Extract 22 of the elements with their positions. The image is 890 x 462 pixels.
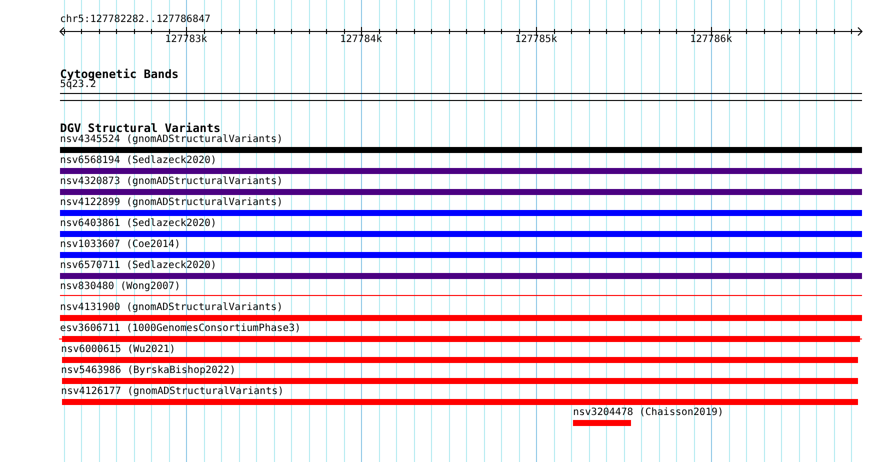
- feature-label: nsv4131900 (gnomADStructuralVariants): [60, 302, 283, 314]
- feature-label: nsv6568194 (Sedlazeck2020): [60, 155, 217, 167]
- feature-label: nsv4345524 (gnomADStructuralVariants): [60, 134, 283, 146]
- feature-label: nsv3204478 (Chaisson2019): [573, 407, 724, 419]
- feature-label: esv3606711 (1000GenomesConsortiumPhase3): [60, 323, 301, 335]
- feature-label: nsv6403861 (Sedlazeck2020): [60, 218, 217, 230]
- feature-label: nsv6000615 (Wu2021): [61, 344, 176, 356]
- feature-label: nsv5463986 (ByrskaBishop2022): [61, 365, 236, 377]
- track-title: Cytogenetic Bands: [60, 67, 179, 81]
- tick-label: 127784k: [340, 34, 382, 46]
- feature-label: nsv830480 (Wong2007): [60, 281, 180, 293]
- feature-label: nsv1033607 (Coe2014): [60, 239, 180, 251]
- feature-label: nsv4122899 (gnomADStructuralVariants): [60, 197, 283, 209]
- feature-label: nsv4320873 (gnomADStructuralVariants): [60, 176, 283, 188]
- track-title: DGV Structural Variants: [60, 121, 221, 135]
- band-label: 5q23.2: [60, 79, 96, 91]
- tick-label: 127785k: [515, 34, 558, 46]
- tick-label: 127783k: [165, 34, 208, 46]
- feature-label: nsv4126177 (gnomADStructuralVariants): [61, 386, 284, 398]
- feature-label: nsv6570711 (Sedlazeck2020): [60, 260, 217, 272]
- tick-label: 127786k: [690, 34, 732, 46]
- locus-label: chr5:127782282..127786847: [60, 14, 211, 26]
